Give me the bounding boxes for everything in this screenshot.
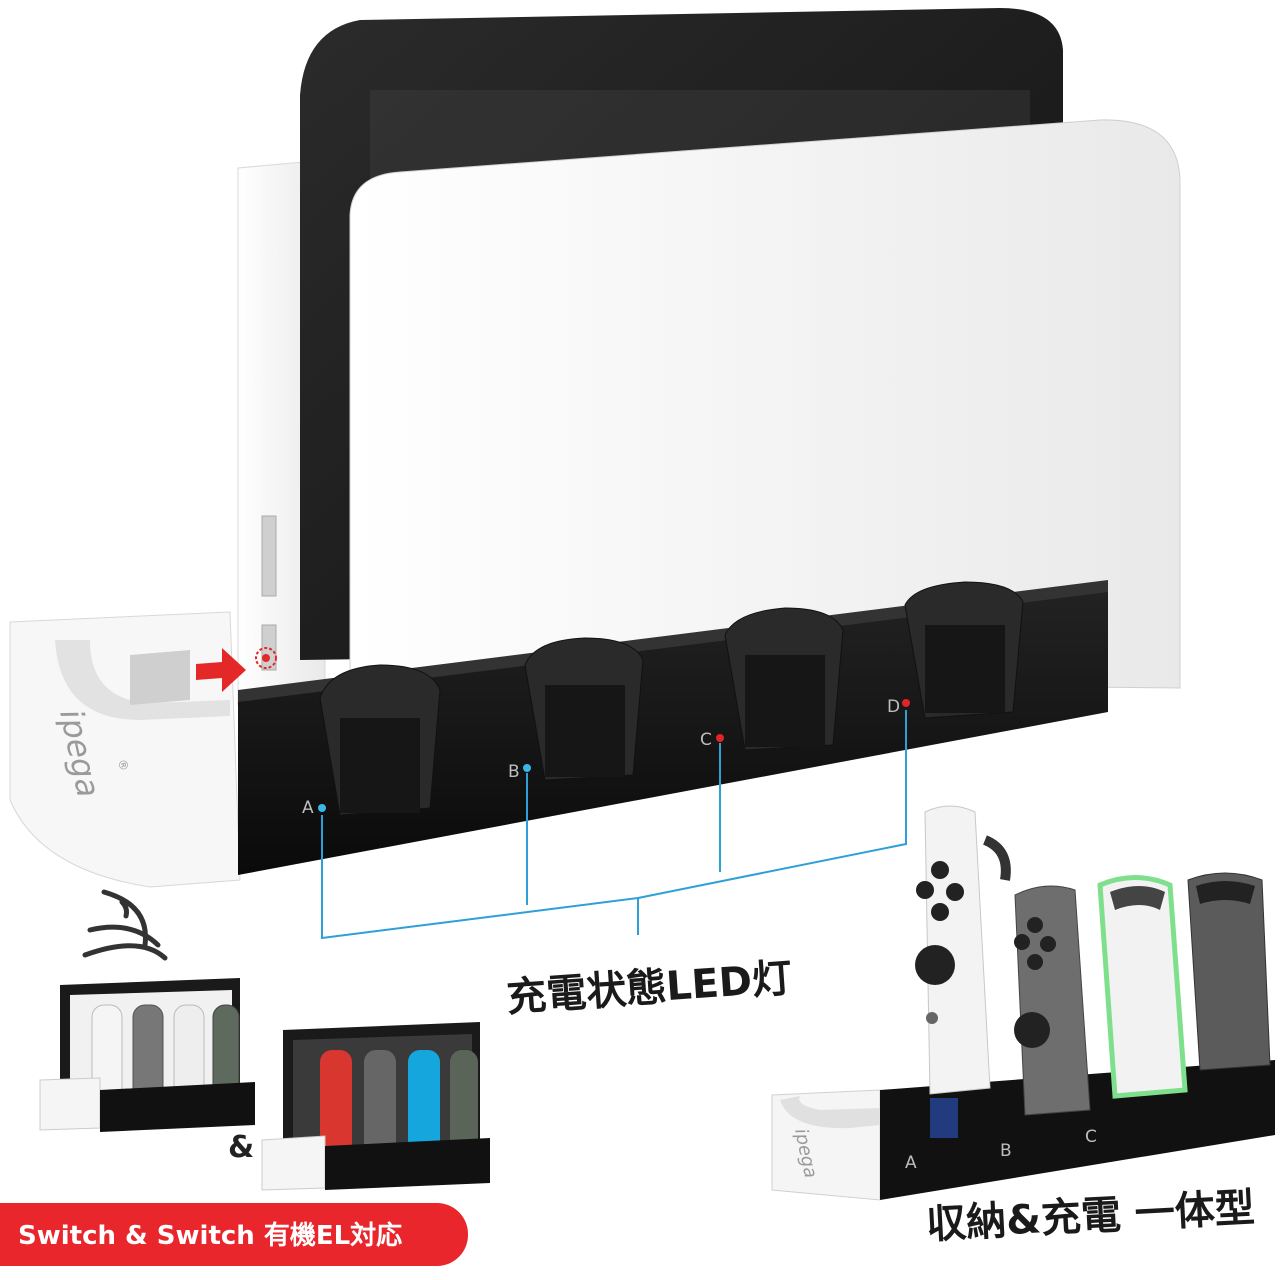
compatibility-badge: Switch & Switch 有機EL対応 bbox=[0, 1203, 468, 1266]
inset-slot-letter-b: B bbox=[1000, 1141, 1012, 1161]
mini-dock-color bbox=[261, 1022, 490, 1191]
tray-groove bbox=[55, 640, 230, 720]
tray-connector bbox=[130, 650, 190, 705]
arrow-right-icon bbox=[196, 648, 246, 692]
slot-d bbox=[904, 581, 1024, 719]
compatibility-badge-text: Switch & Switch 有機EL対応 bbox=[18, 1220, 402, 1251]
inset-slot-letter-c: C bbox=[1085, 1127, 1097, 1147]
mini-dock-white bbox=[39, 978, 255, 1132]
storage-caption: 収納&充電 一体型 bbox=[925, 1185, 1256, 1248]
led-a bbox=[318, 804, 326, 812]
led-c bbox=[716, 734, 724, 742]
power-led-indicator bbox=[255, 647, 277, 669]
joycon-dark bbox=[1187, 872, 1271, 1071]
slot-letter-c: C bbox=[700, 730, 712, 750]
dock-side-tray bbox=[9, 611, 241, 888]
led-d bbox=[902, 699, 910, 707]
slot-letter-b: B bbox=[508, 762, 520, 782]
joycon-white-left bbox=[915, 805, 1011, 1095]
usb-port bbox=[261, 515, 277, 597]
inset-slot-letter-a: A bbox=[905, 1153, 917, 1173]
led-caption: 充電状態LED灯 bbox=[505, 955, 794, 1021]
wireless-signal-icon bbox=[82, 889, 168, 961]
slot-a bbox=[319, 664, 441, 816]
main-dock: ipega ® A B C D bbox=[9, 8, 1181, 888]
ampersand-label: & bbox=[228, 1130, 254, 1165]
charging-bar bbox=[238, 590, 1108, 875]
led-callout-lines bbox=[321, 710, 907, 940]
power-led-dot bbox=[262, 654, 270, 662]
charging-bar-top bbox=[238, 580, 1108, 702]
joycon-grey bbox=[1014, 885, 1091, 1116]
charge-glow bbox=[930, 1098, 958, 1138]
slot-b bbox=[524, 637, 644, 781]
slot-c bbox=[724, 607, 844, 751]
dock-front-plate bbox=[349, 119, 1181, 689]
slot-letter-a: A bbox=[302, 798, 314, 818]
brand-symbol: ® bbox=[115, 758, 131, 773]
joycon-white-glow bbox=[1097, 875, 1188, 1099]
slot-letter-d: D bbox=[887, 697, 900, 717]
led-b bbox=[523, 764, 531, 772]
storage-inset: ipega bbox=[771, 805, 1275, 1201]
